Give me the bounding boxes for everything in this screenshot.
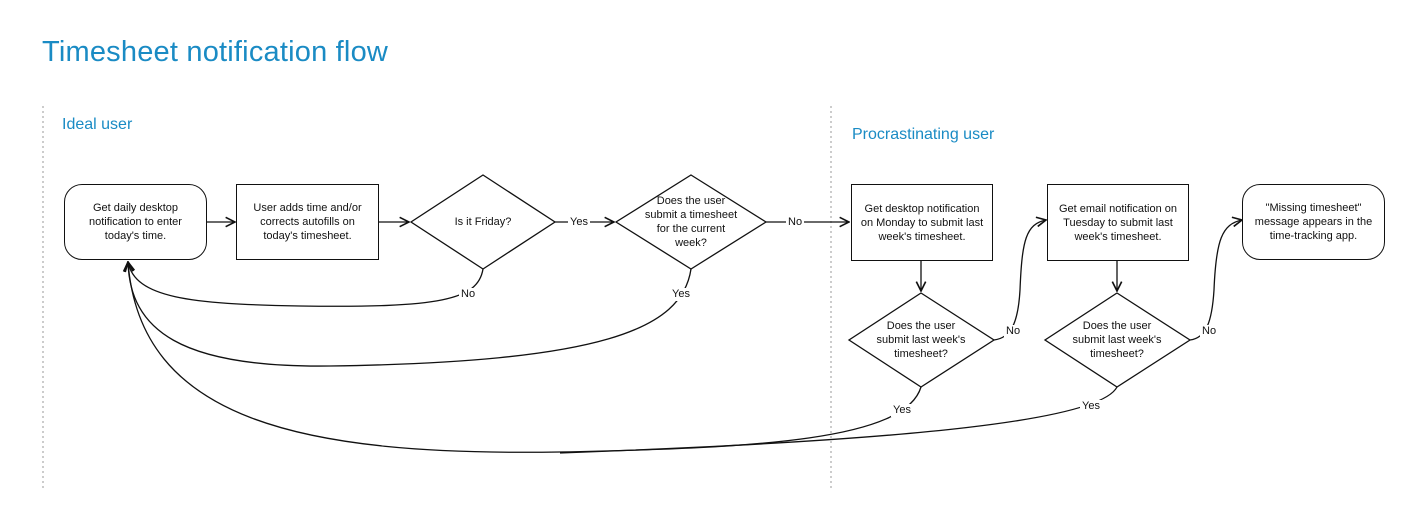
decision-submit-last-1-text: Does the user submit last week's timeshe…: [876, 320, 966, 360]
node-missing-message-text: "Missing timesheet" message appears in t…: [1254, 202, 1373, 242]
edge-label-current-no: No: [786, 216, 805, 229]
edge-current-yes: [128, 262, 692, 367]
decision-submit-last-2-text: Does the user submit last week's timeshe…: [1072, 320, 1162, 360]
node-add-time-text: User adds time and/or corrects autofills…: [253, 202, 362, 242]
edge-last2-no: [1189, 220, 1242, 341]
node-add-time: User adds time and/or corrects autofills…: [236, 184, 379, 260]
node-tuesday-email: Get email notification on Tuesday to sub…: [1047, 184, 1189, 261]
decision-is-friday: Is it Friday?: [431, 200, 535, 244]
decision-submit-last-1: Does the user submit last week's timeshe…: [872, 312, 970, 368]
node-daily-notification: Get daily desktop notification to enter …: [64, 184, 207, 260]
edge-label-friday-no: No: [459, 288, 478, 301]
decision-submit-last-2: Does the user submit last week's timeshe…: [1068, 312, 1166, 368]
edge-last2-yes: [559, 386, 1118, 454]
decision-is-friday-text: Is it Friday?: [454, 216, 512, 228]
edge-label-last1-no: No: [1004, 325, 1023, 338]
node-monday-notification: Get desktop notification on Monday to su…: [851, 184, 993, 261]
edge-label-friday-yes: Yes: [568, 216, 590, 229]
node-missing-message: "Missing timesheet" message appears in t…: [1242, 184, 1385, 260]
edge-last1-yes: [128, 262, 922, 453]
lane-label-ideal-user: Ideal user: [62, 116, 133, 133]
page-title: Timesheet notification flow: [42, 36, 389, 68]
edge-label-last2-yes: Yes: [1080, 400, 1102, 413]
decision-submit-current: Does the user submit a timesheet for the…: [641, 190, 741, 254]
node-monday-notification-text: Get desktop notification on Monday to su…: [860, 202, 984, 243]
node-tuesday-email-text: Get email notification on Tuesday to sub…: [1058, 202, 1177, 243]
edge-label-last1-yes: Yes: [891, 404, 913, 417]
node-daily-notification-text: Get daily desktop notification to enter …: [89, 202, 182, 242]
edge-label-last2-no: No: [1200, 325, 1219, 338]
edge-label-current-yes: Yes: [670, 288, 692, 301]
lane-label-procrastinating-user: Procrastinating user: [852, 126, 995, 143]
edge-friday-no: [128, 262, 484, 307]
edge-last1-no: [993, 220, 1046, 341]
decision-submit-current-text: Does the user submit a timesheet for the…: [644, 195, 738, 249]
